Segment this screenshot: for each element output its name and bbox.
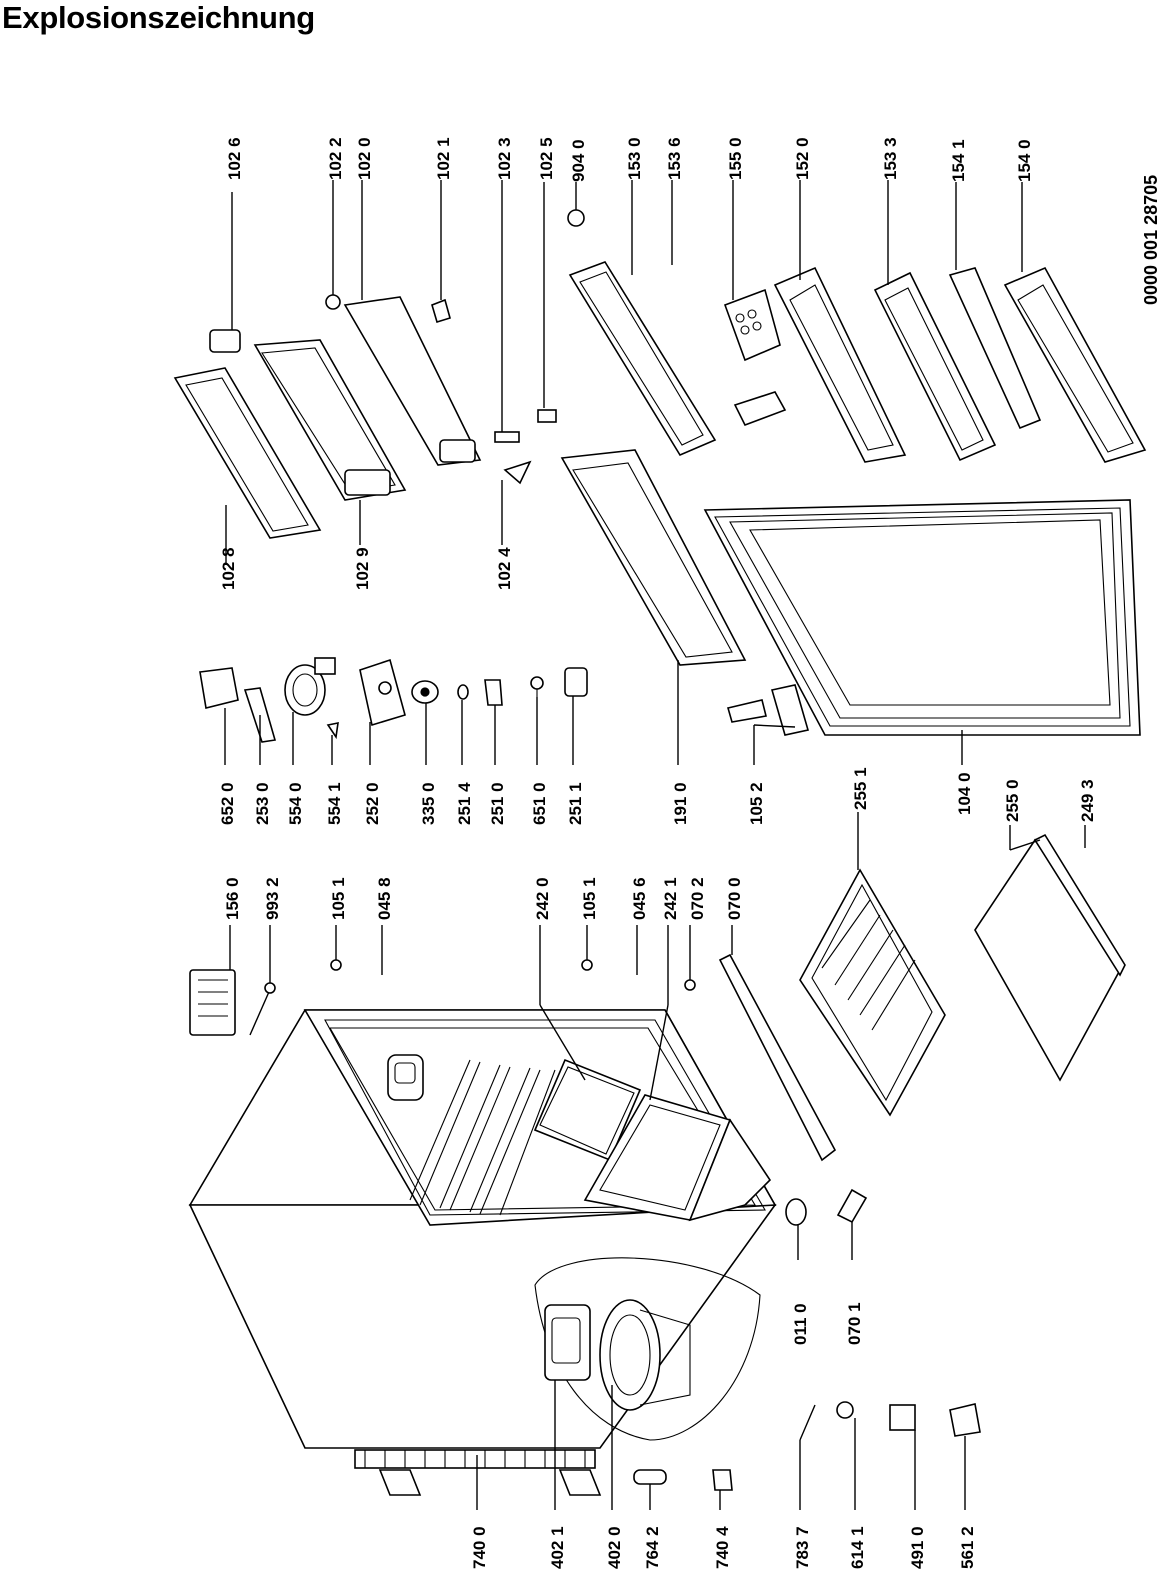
part-label: 255 0: [1003, 779, 1022, 822]
part-label: 102 1: [434, 137, 453, 180]
part-label: 102 5: [537, 137, 556, 180]
shelves: [189, 833, 1126, 1226]
part-label: 740 4: [713, 1526, 732, 1569]
part-label: 904 0: [569, 139, 588, 182]
part-label: 154 1: [949, 139, 968, 182]
part-label: 764 2: [643, 1526, 662, 1569]
part-labels: 102 6 102 2 102 0 102 1 102 3 102 5 904 0 153 0…: [218, 137, 1097, 1569]
page-title: Explosionszeichnung: [2, 0, 315, 35]
part-label: 402 0: [605, 1526, 624, 1569]
part-label: 102 8: [219, 547, 238, 590]
part-label: 102 4: [495, 547, 514, 590]
part-label: 740 0: [470, 1526, 489, 1569]
door-panel: [703, 499, 1141, 736]
part-label: 104 0: [955, 772, 974, 815]
part-label: 102 3: [495, 137, 514, 180]
cabinet-body: [188, 1009, 777, 1496]
part-label: 070 0: [725, 877, 744, 920]
part-label: 191 0: [671, 782, 690, 825]
part-label: 102 0: [355, 137, 374, 180]
part-label: 070 1: [845, 1302, 864, 1345]
part-label: 105 1: [329, 877, 348, 920]
control-parts: [199, 657, 810, 743]
part-label: 156 0: [223, 877, 242, 920]
part-label: 154 0: [1015, 139, 1034, 182]
part-label: 614 1: [848, 1526, 867, 1569]
part-label: 105 1: [580, 877, 599, 920]
door-gasket: [560, 449, 747, 666]
part-label: 242 1: [661, 877, 680, 920]
freezer-compartment: [173, 294, 557, 539]
part-label: 153 3: [881, 137, 900, 180]
part-label: 011 0: [791, 1303, 810, 1345]
part-label: 251 1: [566, 782, 585, 825]
part-label: 253 0: [253, 782, 272, 825]
part-label: 255 1: [851, 767, 870, 810]
part-label: 155 0: [726, 137, 745, 180]
part-label: 102 9: [353, 547, 372, 590]
part-label: 242 0: [533, 877, 552, 920]
document-number: 0000 001 28705: [1141, 175, 1161, 305]
part-label: 335 0: [419, 782, 438, 825]
part-label: 491 0: [908, 1526, 927, 1569]
part-label: 153 6: [665, 137, 684, 180]
part-label: 993 2: [263, 877, 282, 920]
part-label: 651 0: [530, 782, 549, 825]
part-label: 251 4: [455, 782, 474, 825]
part-label: 249 3: [1078, 779, 1097, 822]
part-label: 554 0: [286, 782, 305, 825]
part-label: 105 2: [747, 782, 766, 825]
part-label: 070 2: [688, 877, 707, 920]
part-label: 251 0: [488, 782, 507, 825]
part-label: 153 0: [625, 137, 644, 180]
part-label: 102 6: [225, 137, 244, 180]
part-label: 152 0: [793, 137, 812, 180]
part-label: 102 2: [326, 137, 345, 180]
small-parts: [633, 1401, 981, 1491]
part-label: 252 0: [363, 782, 382, 825]
leader-lines: [224, 180, 1086, 1510]
part-label: 402 1: [548, 1526, 567, 1569]
part-label: 783 7: [793, 1526, 812, 1569]
part-label: 045 8: [375, 877, 394, 920]
part-label: 561 2: [958, 1526, 977, 1569]
part-label: 554 1: [325, 782, 344, 825]
part-label: 652 0: [218, 782, 237, 825]
part-label: 045 6: [630, 877, 649, 920]
door-bins: [567, 209, 1147, 463]
